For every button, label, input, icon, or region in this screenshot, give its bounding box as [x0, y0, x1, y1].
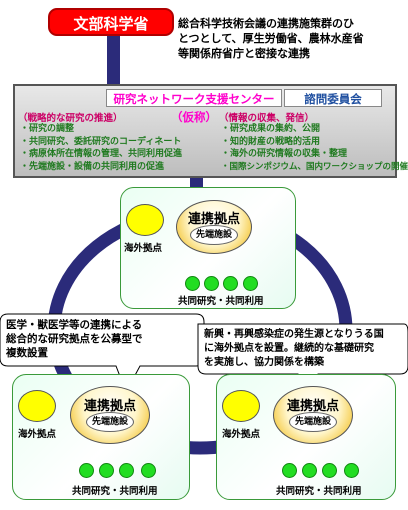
advisory-council-label: 諮問委員会 [284, 89, 382, 107]
hub-title: 連携拠点 [83, 399, 136, 414]
callout-line: 医学・獣医学等の連携による [6, 319, 143, 331]
info-heading: （情報の収集、発信） [219, 113, 315, 124]
research-partner-dot [141, 463, 156, 478]
research-partner-dot [322, 463, 337, 478]
intro-text: 総合科学技術会議の連携施策群のひ とつとして、厚生労働省、農林水産省 等関係府省… [178, 16, 404, 61]
support-center-title: 研究ネットワーク支援センター（仮称） [106, 89, 282, 124]
list-item: ・先端施設・設備の共同利用の促進 [20, 161, 165, 172]
advanced-facility: 先端施設 [289, 412, 337, 432]
research-partner-dot [185, 276, 200, 291]
list-item: ・研究成果の集約、公開 [221, 124, 321, 134]
research-partner-dot [223, 276, 238, 291]
list-item: ・病原体所在情報の管理、共同利用促進 [20, 149, 183, 159]
research-partner-dot [204, 276, 219, 291]
foreign-site-label: 海外拠点 [222, 429, 261, 440]
list-item: ・海外の研究情報の収集・整理 [221, 149, 348, 159]
callout-right: 新興・再興感染症の発生源となりうる国 に海外拠点を設置。継続的な基礎研究 を実施… [204, 328, 384, 370]
list-item: ・国際シンポジウム、国内ワークショップの開催 [221, 161, 408, 172]
joint-research-label: 共同研究・共同利用 [178, 296, 264, 307]
foreign-site-marker [126, 204, 164, 236]
advanced-facility: 先端施設 [190, 225, 238, 245]
callout-line: 総合的な研究拠点を公募型で [6, 333, 143, 345]
hub-title: 連携拠点 [187, 212, 240, 227]
callout-line: に海外拠点を設置。継続的な基礎研究 [204, 343, 374, 354]
intro-line: 総合科学技術会議の連携施策群のひ [178, 17, 354, 30]
callout-line: を実施し、協力関係を構築 [204, 357, 324, 368]
callout-left: 医学・獣医学等の連携による 総合的な研究拠点を公募型で 複数設置 [6, 318, 143, 360]
callout-line: 複数設置 [6, 347, 48, 359]
foreign-site-label: 海外拠点 [18, 429, 57, 440]
intro-line: とつとして、厚生労働省、農林水産省 [178, 32, 364, 45]
link-mext-to-center [107, 36, 120, 86]
research-partner-dot [282, 463, 297, 478]
research-partner-dot [99, 463, 114, 478]
hub-title: 連携拠点 [286, 399, 339, 414]
strategy-list: ・研究の調整 ・共同研究、委託研究のコーディネート ・病原体所在情報の管理、共同… [20, 123, 182, 173]
foreign-site-marker [18, 390, 56, 422]
foreign-site-label: 海外拠点 [124, 243, 163, 254]
research-partner-dot [243, 276, 258, 291]
strategy-heading: （戦略的な研究の推進） [18, 113, 123, 124]
research-partner-dot [119, 463, 134, 478]
advanced-facility: 先端施設 [86, 412, 134, 432]
research-partner-dot [344, 463, 359, 478]
joint-research-label: 共同研究・共同利用 [276, 486, 362, 497]
research-partner-dot [79, 463, 94, 478]
joint-research-label: 共同研究・共同利用 [72, 486, 158, 497]
callout-line: 新興・再興感染症の発生源となりうる国 [204, 329, 384, 340]
foreign-site-marker [222, 390, 260, 422]
list-item: ・共同研究、委託研究のコーディネート [20, 136, 182, 147]
mext-box: 文部科学省 [48, 8, 174, 36]
list-item: ・研究の調整 [20, 124, 75, 134]
intro-line: 等関係府省庁と密接な連携 [178, 47, 310, 60]
info-list: ・研究成果の集約、公開 ・知的財産の戦略的活用 ・海外の研究情報の収集・整理 ・… [221, 123, 408, 173]
list-item: ・知的財産の戦略的活用 [221, 136, 321, 147]
research-partner-dot [302, 463, 317, 478]
